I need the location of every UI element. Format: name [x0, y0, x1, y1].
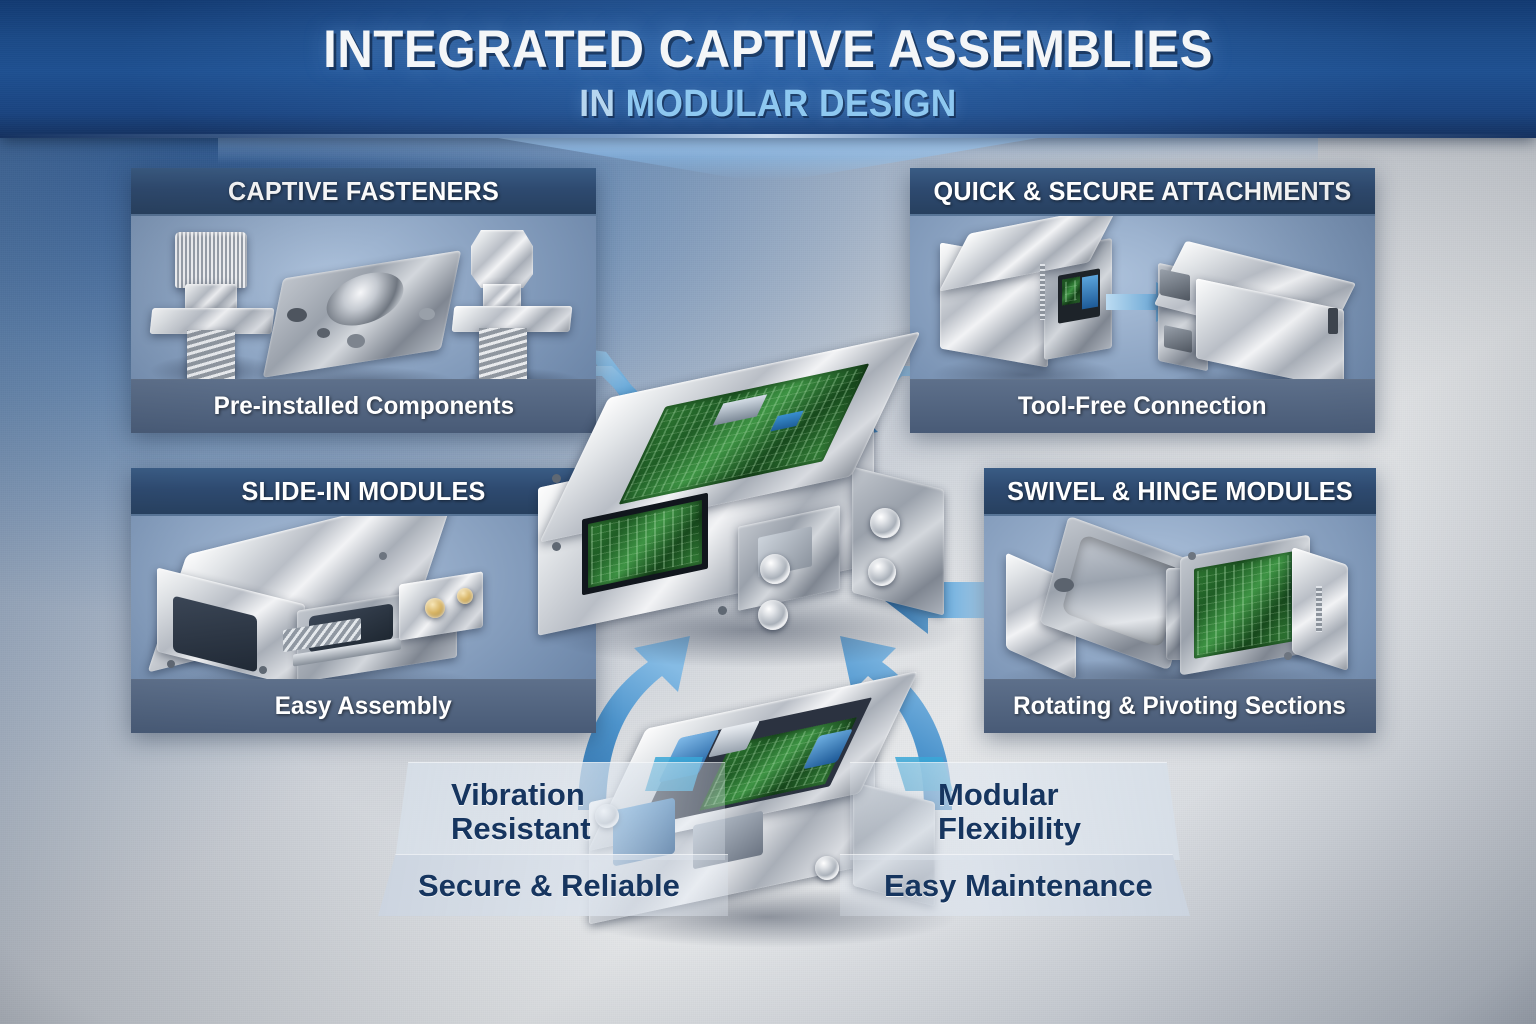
header-texture — [0, 0, 1536, 138]
fastener-hex-collar — [483, 284, 521, 308]
fastener-plate-hole-2 — [317, 328, 330, 338]
card-title: CAPTIVE FASTENERS — [138, 176, 589, 207]
card-image-area — [131, 216, 596, 379]
card-caption: Tool-Free Connection — [1018, 392, 1267, 421]
benefit-easy-maintenance: Easy Maintenance — [840, 854, 1190, 916]
swivel-shadow — [996, 658, 1356, 679]
card-captive-fasteners[interactable]: CAPTIVE FASTENERS Pre-installed Co — [131, 168, 596, 433]
card-title: SLIDE-IN MODULES — [138, 476, 589, 507]
center-screw-1 — [760, 554, 790, 584]
attach-shadow-left — [930, 356, 1120, 379]
swivel-bolt-b — [1284, 652, 1292, 660]
benefit-modular-flexibility: Modular Flexibility — [850, 762, 1180, 860]
benefit-vibration-resistant: Vibration Resistant — [395, 762, 725, 860]
benefit-label: Easy Maintenance — [884, 867, 1153, 903]
slide-bolt-a — [167, 660, 175, 668]
card-swivel-hinge-modules[interactable]: SWIVEL & HINGE MODULES Rotating & Pivoti… — [984, 468, 1376, 733]
header-banner: INTEGRATED CAPTIVE ASSEMBLIES IN MODULAR… — [0, 0, 1536, 138]
swivel-bolt-a — [1188, 552, 1196, 560]
swivel-right-vent — [1316, 586, 1322, 632]
fastener-plate-hole-1 — [287, 308, 307, 322]
fastener-hex-head — [471, 230, 533, 288]
card-header: SLIDE-IN MODULES — [131, 468, 596, 516]
slide-bolt-b — [259, 666, 267, 674]
card-caption: Rotating & Pivoting Sections — [1014, 692, 1347, 721]
bottom-screw-2 — [815, 856, 839, 880]
card-footer: Easy Assembly — [131, 679, 596, 733]
card-title: QUICK & SECURE ATTACHMENTS — [917, 176, 1368, 207]
card-slide-in-modules[interactable]: SLIDE-IN MODULES Easy Assembly — [131, 468, 596, 733]
card-title: SWIVEL & HINGE MODULES — [990, 476, 1370, 507]
center-bolt-b — [552, 542, 561, 551]
benefit-label: Modular Flexibility — [938, 777, 1081, 846]
center-bolt-c — [718, 606, 727, 615]
attach-right-slot — [1328, 308, 1338, 334]
swivel-left-hole — [1054, 578, 1074, 592]
center-screw-3 — [870, 508, 900, 538]
center-bolt-a — [552, 474, 561, 483]
benefit-secure-reliable: Secure & Reliable — [378, 854, 728, 916]
subtitle-accent: MODULAR DESIGN — [625, 83, 957, 125]
center-module-illustration — [522, 331, 978, 686]
card-header: SWIVEL & HINGE MODULES — [984, 468, 1376, 516]
card-caption: Pre-installed Components — [213, 392, 513, 421]
center-screw-2 — [758, 600, 788, 630]
card-quick-secure-attachments[interactable]: QUICK & SECURE ATTACHMENTS — [910, 168, 1375, 433]
page-title: INTEGRATED CAPTIVE ASSEMBLIES — [323, 20, 1213, 79]
card-image-area — [910, 216, 1375, 379]
fastener-plate-hole-3 — [347, 334, 365, 348]
fastener-collar — [185, 284, 237, 310]
slide-thumb-screw-2 — [457, 588, 473, 604]
attach-shadow-right — [1160, 368, 1360, 379]
card-footer: Tool-Free Connection — [910, 379, 1375, 433]
benefit-label: Secure & Reliable — [418, 867, 680, 903]
fastener-plate-hole-4 — [419, 308, 435, 320]
card-caption: Easy Assembly — [275, 692, 452, 721]
page-subtitle: IN MODULAR DESIGN — [54, 85, 1482, 123]
fastener-knurled-head — [175, 232, 247, 288]
subtitle-prefix: IN — [579, 83, 626, 125]
card-footer: Rotating & Pivoting Sections — [984, 679, 1376, 733]
center-screw-4 — [868, 558, 896, 586]
benefit-label: Vibration Resistant — [451, 777, 591, 846]
attach-left-vent — [1040, 264, 1045, 320]
card-image-area — [131, 516, 596, 679]
slide-bolt-c — [379, 552, 387, 560]
fastener-thread-left — [187, 330, 235, 379]
chassis-right-face — [852, 466, 944, 616]
card-footer: Pre-installed Components — [131, 379, 596, 433]
card-image-area — [984, 516, 1376, 679]
slide-thumb-screw — [425, 598, 445, 618]
fastener-thread-right — [479, 328, 527, 379]
